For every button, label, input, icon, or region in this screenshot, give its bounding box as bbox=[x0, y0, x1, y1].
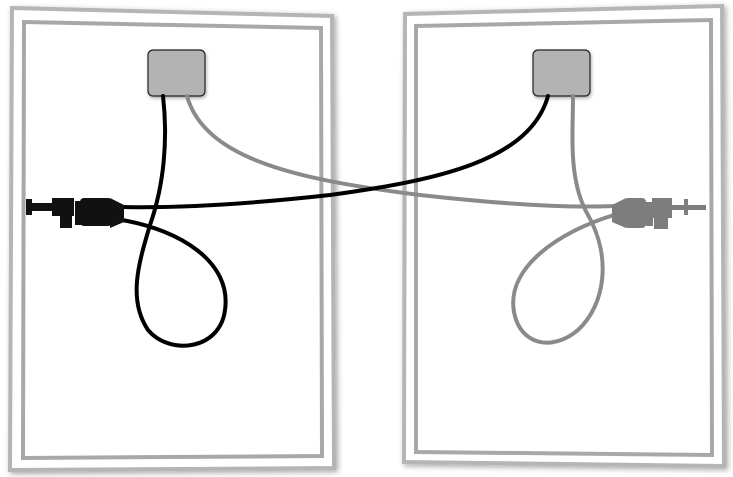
right-connector-body-a bbox=[624, 198, 646, 228]
left-connector-body-b bbox=[80, 198, 112, 226]
left-mc4-connector bbox=[26, 198, 124, 228]
left-connector-pin bbox=[26, 203, 52, 211]
right-connector-pin bbox=[672, 205, 706, 210]
left-panel-frame-outer bbox=[7, 5, 337, 473]
right-mc4-connector bbox=[612, 198, 706, 229]
cables bbox=[120, 94, 616, 348]
cross-cable-light bbox=[185, 94, 616, 209]
left-panel-frame-inner bbox=[20, 19, 325, 461]
left-connector-body-a bbox=[52, 198, 74, 216]
right-junction-loop-cable bbox=[511, 94, 616, 345]
left-junction-box bbox=[147, 49, 206, 97]
cross-cable-dark bbox=[120, 94, 550, 210]
left-junction-loop-cable bbox=[120, 94, 228, 348]
right-panel-frame-inner bbox=[414, 17, 715, 458]
right-junction-box bbox=[532, 49, 591, 97]
left-solar-panel bbox=[7, 5, 337, 473]
right-connector-body-b bbox=[652, 198, 672, 218]
